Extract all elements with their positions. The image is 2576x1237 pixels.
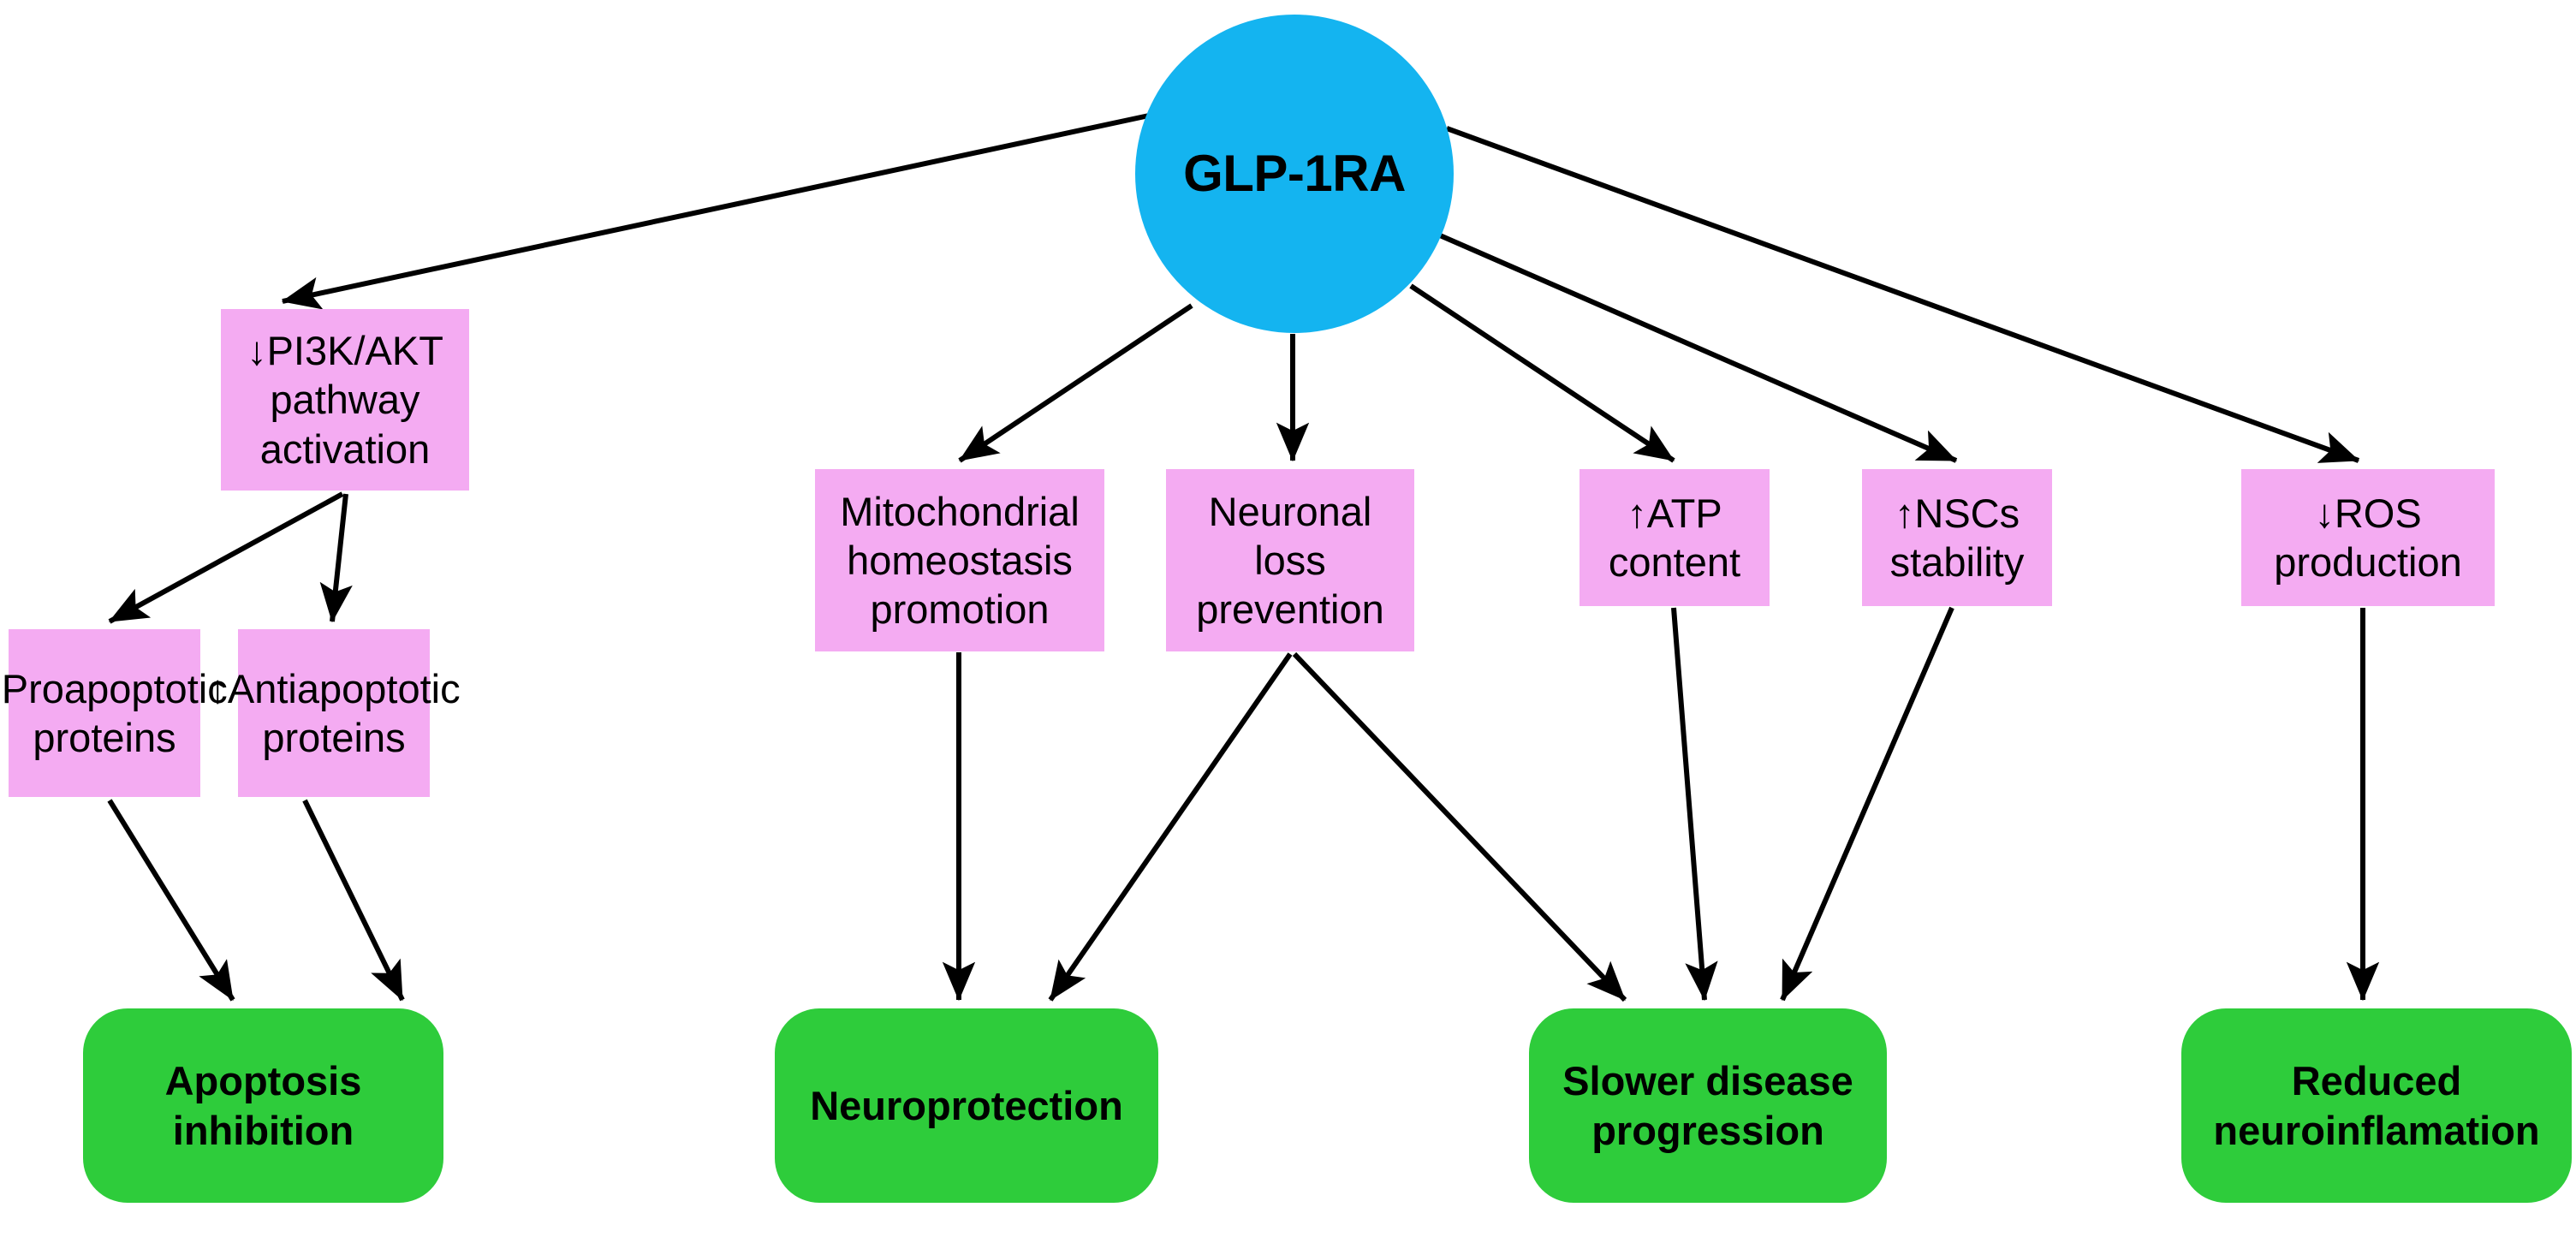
node-mediator-ros[interactable]: ↓ROS production: [2241, 469, 2495, 606]
node-label: Mitochondrial homeostasis promotion: [840, 488, 1080, 633]
edge-glp1ra-to-nscs: [1438, 233, 1958, 463]
node-root-glp1ra[interactable]: GLP-1RA: [1135, 15, 1454, 333]
node-mediator-nscs[interactable]: ↑NSCs stability: [1862, 469, 2052, 606]
node-label: ↓PI3K/AKT pathway activation: [247, 328, 443, 472]
node-mediator-neuroloss[interactable]: Neuronal loss prevention: [1166, 469, 1414, 651]
edge-pi3k-to-antiapop: [319, 493, 353, 623]
node-outcome-neuroprot[interactable]: Neuroprotection: [775, 1008, 1158, 1203]
node-outcome-apoptosis[interactable]: Apoptosis inhibition: [83, 1008, 443, 1203]
node-mediator-atp[interactable]: ↑ATP content: [1580, 469, 1770, 606]
edge-glp1ra-to-pi3k: [281, 113, 1150, 310]
node-label: ↑Antiapoptotic proteins: [207, 665, 461, 760]
edge-nscs-to-slower: [1780, 606, 1954, 1002]
edge-neuroloss-to-neuroprot: [1048, 652, 1293, 1002]
node-outcome-slower[interactable]: Slower disease progression: [1529, 1008, 1887, 1203]
edge-proapop-to-apoptosis: [107, 799, 235, 1002]
node-mediator-proapop[interactable]: ↓Proapoptotic proteins: [0, 629, 228, 797]
node-label: ↑NSCs stability: [1889, 490, 2025, 585]
edge-glp1ra-to-atp: [1409, 283, 1675, 463]
node-mediator-pi3k[interactable]: ↓PI3K/AKT pathway activation: [221, 309, 469, 491]
node-label: ↓Proapoptotic proteins: [0, 665, 228, 760]
edge-glp1ra-to-ros: [1445, 126, 2360, 463]
node-outcome-reduced[interactable]: Reduced neuroinflamation: [2181, 1008, 2572, 1203]
node-label: Neuronal loss prevention: [1196, 488, 1384, 633]
node-label: ↑ATP content: [1608, 490, 1741, 585]
edge-atp-to-slower: [1671, 607, 1718, 1002]
edge-neuroloss-to-slower: [1292, 651, 1627, 1002]
node-label: Reduced neuroinflamation: [2213, 1058, 2540, 1153]
node-label: ↓ROS production: [2274, 490, 2462, 585]
node-label: Slower disease progression: [1562, 1058, 1853, 1153]
node-label: Neuroprotection: [810, 1082, 1123, 1128]
node-mediator-antiapop[interactable]: ↑Antiapoptotic proteins: [207, 629, 461, 797]
node-mediator-mito[interactable]: Mitochondrial homeostasis promotion: [815, 469, 1104, 651]
node-label: GLP-1RA: [1183, 145, 1406, 203]
edge-glp1ra-to-mito: [958, 303, 1193, 463]
edge-antiapop-to-apoptosis: [302, 799, 405, 1002]
edge-pi3k-to-proapop: [108, 491, 344, 624]
node-label: Apoptosis inhibition: [164, 1058, 362, 1153]
